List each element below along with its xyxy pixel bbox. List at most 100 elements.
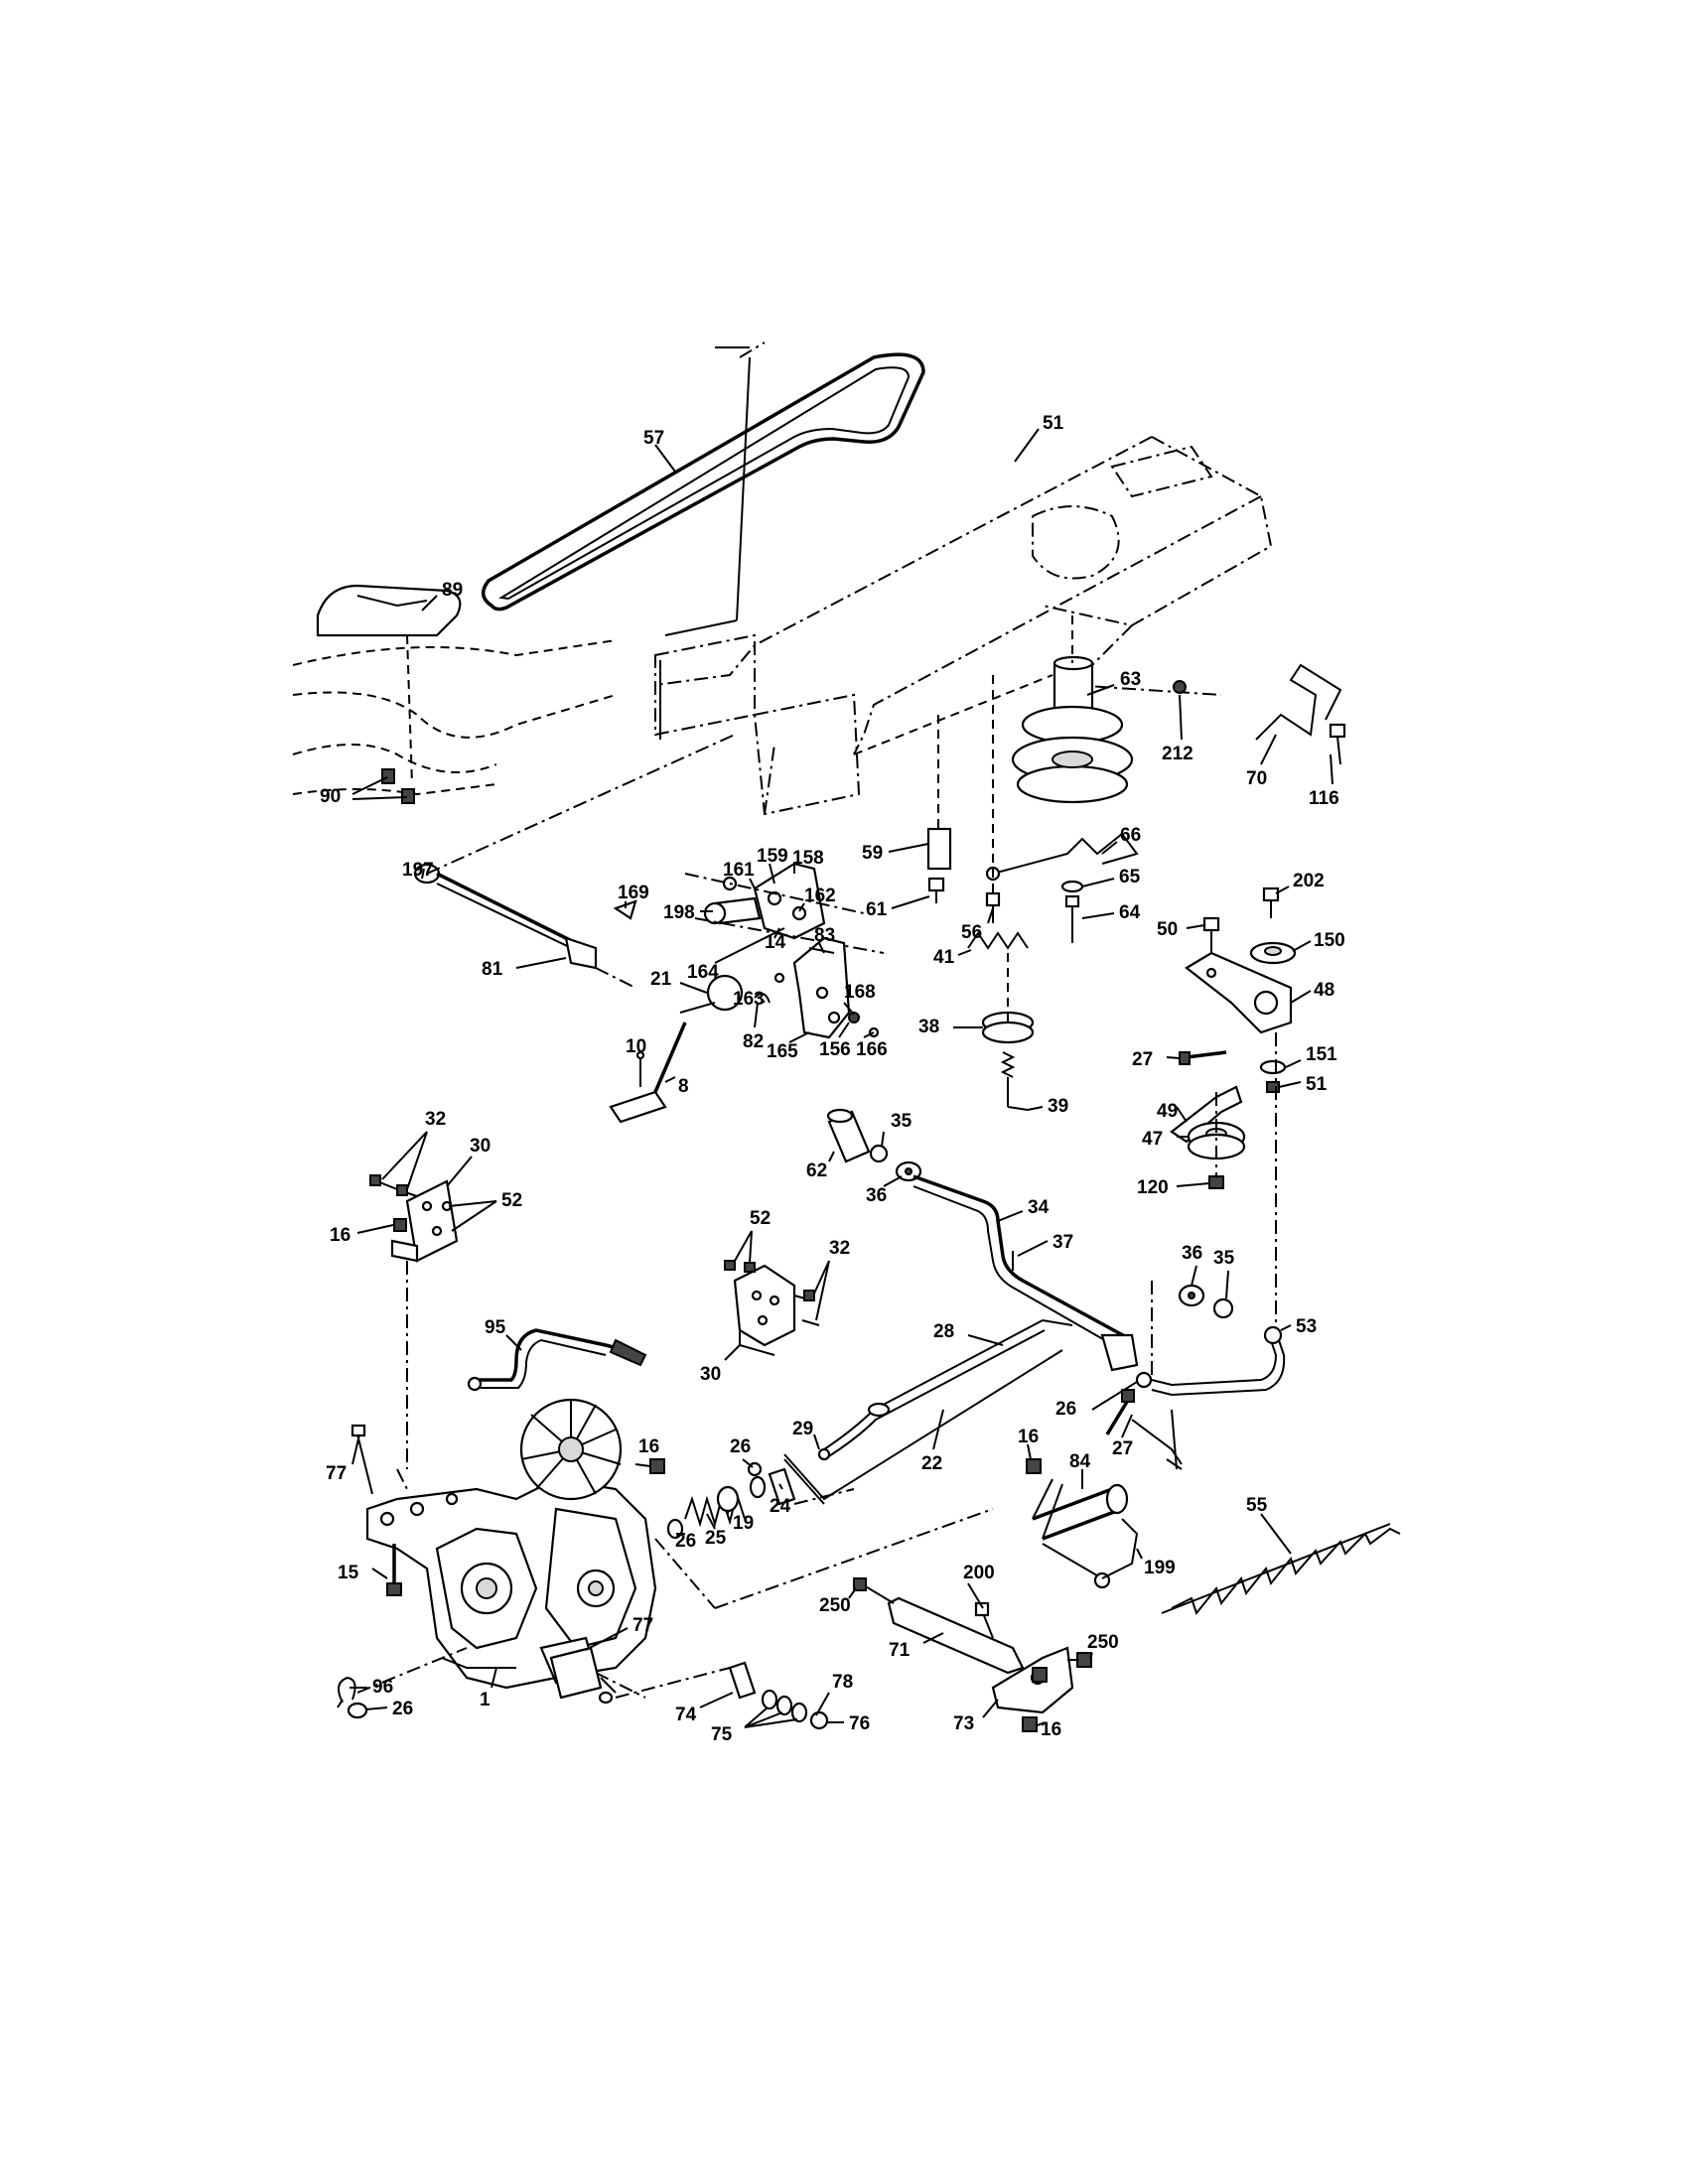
callout-15: 15 [338, 1563, 359, 1583]
callout-71: 71 [889, 1640, 911, 1661]
callout-1: 1 [480, 1690, 491, 1710]
callout-30-upper: 30 [470, 1136, 491, 1157]
callout-76: 76 [849, 1713, 870, 1734]
callout-35: 35 [891, 1111, 912, 1132]
callout-10: 10 [626, 1036, 646, 1057]
callout-27-upper: 27 [1132, 1049, 1153, 1070]
callout-56: 56 [961, 922, 982, 943]
callout-47: 47 [1142, 1129, 1163, 1150]
callout-8: 8 [678, 1076, 689, 1097]
shaft-77-right [549, 1646, 617, 1705]
callout-39: 39 [1048, 1096, 1068, 1117]
callout-57: 57 [643, 428, 664, 449]
callout-29: 29 [792, 1419, 813, 1439]
callout-197: 197 [402, 860, 434, 881]
callout-36-right: 36 [1182, 1243, 1202, 1264]
frame-plates [659, 346, 751, 740]
bracket-30-upper [390, 1179, 459, 1263]
transaxle-1 [365, 1398, 657, 1690]
bolt-56 [985, 675, 1001, 923]
rod-95 [467, 1328, 647, 1392]
shaft-34 [912, 1174, 1153, 1389]
callout-84: 84 [1069, 1451, 1091, 1472]
callout-21: 21 [650, 969, 672, 990]
callout-16-bottom: 16 [1041, 1719, 1061, 1740]
spring-39 [1000, 1051, 1029, 1111]
callout-32-upper: 32 [425, 1109, 446, 1130]
callout-14: 14 [765, 932, 786, 953]
bolt-250-right [1067, 1652, 1092, 1668]
callout-26-trans: 26 [675, 1531, 696, 1552]
nut-212 [1173, 680, 1187, 694]
callout-83: 83 [814, 925, 835, 946]
washer-65 [1060, 880, 1084, 893]
clip-96 [337, 1676, 356, 1708]
callout-81: 81 [482, 959, 503, 980]
callout-62: 62 [806, 1160, 827, 1181]
callout-30-middle: 30 [700, 1364, 721, 1385]
callout-66: 66 [1120, 825, 1141, 846]
spring-clip-70 [1255, 663, 1342, 741]
stack-74-78 [728, 1661, 829, 1730]
callout-250-right: 250 [1087, 1632, 1119, 1653]
callout-166: 166 [856, 1039, 888, 1060]
callout-150: 150 [1314, 930, 1345, 951]
knob-21 [706, 974, 744, 1012]
bolts-32-middle [793, 1290, 820, 1326]
callout-35-right: 35 [1213, 1248, 1235, 1269]
callout-38: 38 [918, 1017, 939, 1037]
bolt-15 [386, 1544, 402, 1596]
wire-66 [985, 832, 1139, 882]
callout-162: 162 [804, 886, 836, 906]
rod-22 [783, 1349, 1063, 1505]
pin-199 [1101, 1518, 1139, 1579]
callout-90: 90 [320, 786, 341, 807]
nut-120 [1208, 1175, 1224, 1189]
callout-212: 212 [1162, 744, 1193, 764]
callout-26-bottom: 26 [392, 1699, 413, 1719]
callout-24: 24 [770, 1496, 791, 1517]
callout-52-middle: 52 [750, 1208, 771, 1229]
callout-36: 36 [866, 1185, 887, 1206]
callout-53: 53 [1296, 1316, 1317, 1337]
callout-116: 116 [1309, 788, 1339, 809]
callout-70: 70 [1246, 768, 1267, 789]
rod-81 [413, 734, 736, 989]
callout-161: 161 [723, 860, 755, 881]
callout-48: 48 [1314, 980, 1334, 1001]
lever-8 [609, 1002, 716, 1124]
bolts-32-upper [369, 1174, 418, 1197]
callout-151: 151 [1306, 1044, 1337, 1065]
bolt-116 [1329, 723, 1346, 765]
callout-37: 37 [1052, 1232, 1073, 1253]
bolt-77-left [351, 1424, 373, 1495]
nuts-16-bottom [1022, 1667, 1048, 1732]
bracket-59 [926, 715, 952, 871]
callout-165: 165 [767, 1041, 798, 1062]
nut-16-trans [649, 1458, 665, 1474]
callout-55: 55 [1246, 1495, 1268, 1516]
bolt-27-upper [1179, 1050, 1227, 1065]
bracket-30-middle [733, 1264, 796, 1356]
callout-156: 156 [819, 1039, 851, 1060]
bolt-200 [974, 1601, 994, 1639]
right-dashes [1215, 1032, 1277, 1330]
nut-51-right [1266, 1081, 1280, 1093]
drive-belt [482, 352, 925, 612]
callout-73: 73 [953, 1713, 974, 1734]
callout-169: 169 [618, 883, 649, 903]
callout-49: 49 [1157, 1101, 1178, 1122]
callout-75: 75 [711, 1724, 733, 1745]
callout-19: 19 [733, 1513, 754, 1534]
callout-250-left: 250 [819, 1595, 851, 1616]
rod-53 [1151, 1325, 1286, 1397]
bolt-50 [1202, 916, 1220, 953]
callout-61: 61 [866, 899, 888, 920]
callout-77-right: 77 [632, 1615, 653, 1636]
leader-lines [350, 428, 1333, 1728]
transaxle-dashes [356, 1468, 994, 1699]
rod-28 [817, 1318, 1073, 1461]
callout-59: 59 [862, 843, 883, 864]
bracket-48 [1185, 951, 1293, 1034]
